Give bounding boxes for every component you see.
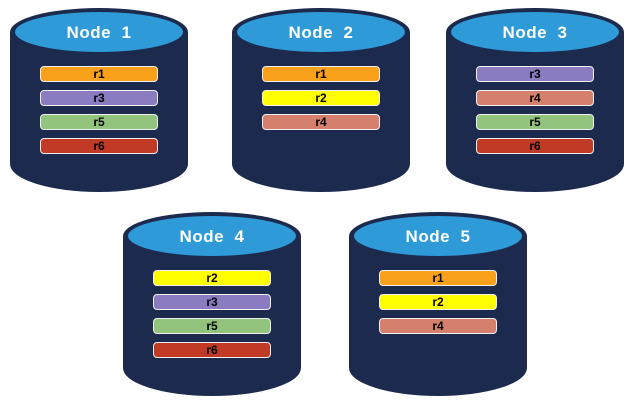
replica-bar-r4: r4 bbox=[379, 318, 497, 334]
replica-bar-list: r1 r2 r4 bbox=[379, 270, 497, 334]
replica-bar-r2: r2 bbox=[153, 270, 271, 286]
replica-bar-r4: r4 bbox=[262, 114, 380, 130]
node-label: Node 3 bbox=[502, 23, 568, 42]
cylinder-top-rim: Node 2 bbox=[232, 8, 410, 56]
cylinder-top-cap: Node 4 bbox=[128, 216, 296, 256]
node-label: Node 5 bbox=[405, 227, 471, 246]
cylinder-body bbox=[232, 32, 410, 192]
replica-bar-list: r3 r4 r5 r6 bbox=[476, 66, 594, 154]
replica-bar-r2: r2 bbox=[262, 90, 380, 106]
replica-bar-r3: r3 bbox=[476, 66, 594, 82]
replica-bar-r1: r1 bbox=[379, 270, 497, 286]
replica-bar-r1: r1 bbox=[262, 66, 380, 82]
replica-bar-r6: r6 bbox=[476, 138, 594, 154]
replica-bar-r5: r5 bbox=[476, 114, 594, 130]
node-cylinder-5: Node 5 r1 r2 r4 bbox=[349, 212, 527, 396]
cylinder-body bbox=[446, 32, 624, 192]
node-label: Node 1 bbox=[66, 23, 132, 42]
cylinder-top-rim: Node 1 bbox=[10, 8, 188, 56]
cylinder-top-cap: Node 3 bbox=[451, 12, 619, 52]
node-label: Node 2 bbox=[288, 23, 354, 42]
replica-bar-r2: r2 bbox=[379, 294, 497, 310]
cylinder-top-rim: Node 3 bbox=[446, 8, 624, 56]
replica-bar-r1: r1 bbox=[40, 66, 158, 82]
cylinder-body bbox=[349, 236, 527, 396]
cylinder-top-cap: Node 2 bbox=[237, 12, 405, 52]
replica-bar-r6: r6 bbox=[40, 138, 158, 154]
cylinder-top-cap: Node 1 bbox=[15, 12, 183, 52]
replica-bar-list: r2 r3 r5 r6 bbox=[153, 270, 271, 358]
node-label: Node 4 bbox=[179, 227, 245, 246]
replica-bar-list: r1 r2 r4 bbox=[262, 66, 380, 130]
node-cylinder-3: Node 3 r3 r4 r5 r6 bbox=[446, 8, 624, 192]
cylinder-top-rim: Node 4 bbox=[123, 212, 301, 260]
cylinder-top-rim: Node 5 bbox=[349, 212, 527, 260]
replica-bar-r3: r3 bbox=[153, 294, 271, 310]
node-cylinder-4: Node 4 r2 r3 r5 r6 bbox=[123, 212, 301, 396]
node-cylinder-2: Node 2 r1 r2 r4 bbox=[232, 8, 410, 192]
replica-bar-list: r1 r3 r5 r6 bbox=[40, 66, 158, 154]
cylinder-top-cap: Node 5 bbox=[354, 216, 522, 256]
replica-bar-r6: r6 bbox=[153, 342, 271, 358]
replica-bar-r4: r4 bbox=[476, 90, 594, 106]
node-cylinder-1: Node 1 r1 r3 r5 r6 bbox=[10, 8, 188, 192]
cylinder-body bbox=[123, 236, 301, 396]
replica-bar-r3: r3 bbox=[40, 90, 158, 106]
replica-bar-r5: r5 bbox=[153, 318, 271, 334]
replica-bar-r5: r5 bbox=[40, 114, 158, 130]
cylinder-body bbox=[10, 32, 188, 192]
